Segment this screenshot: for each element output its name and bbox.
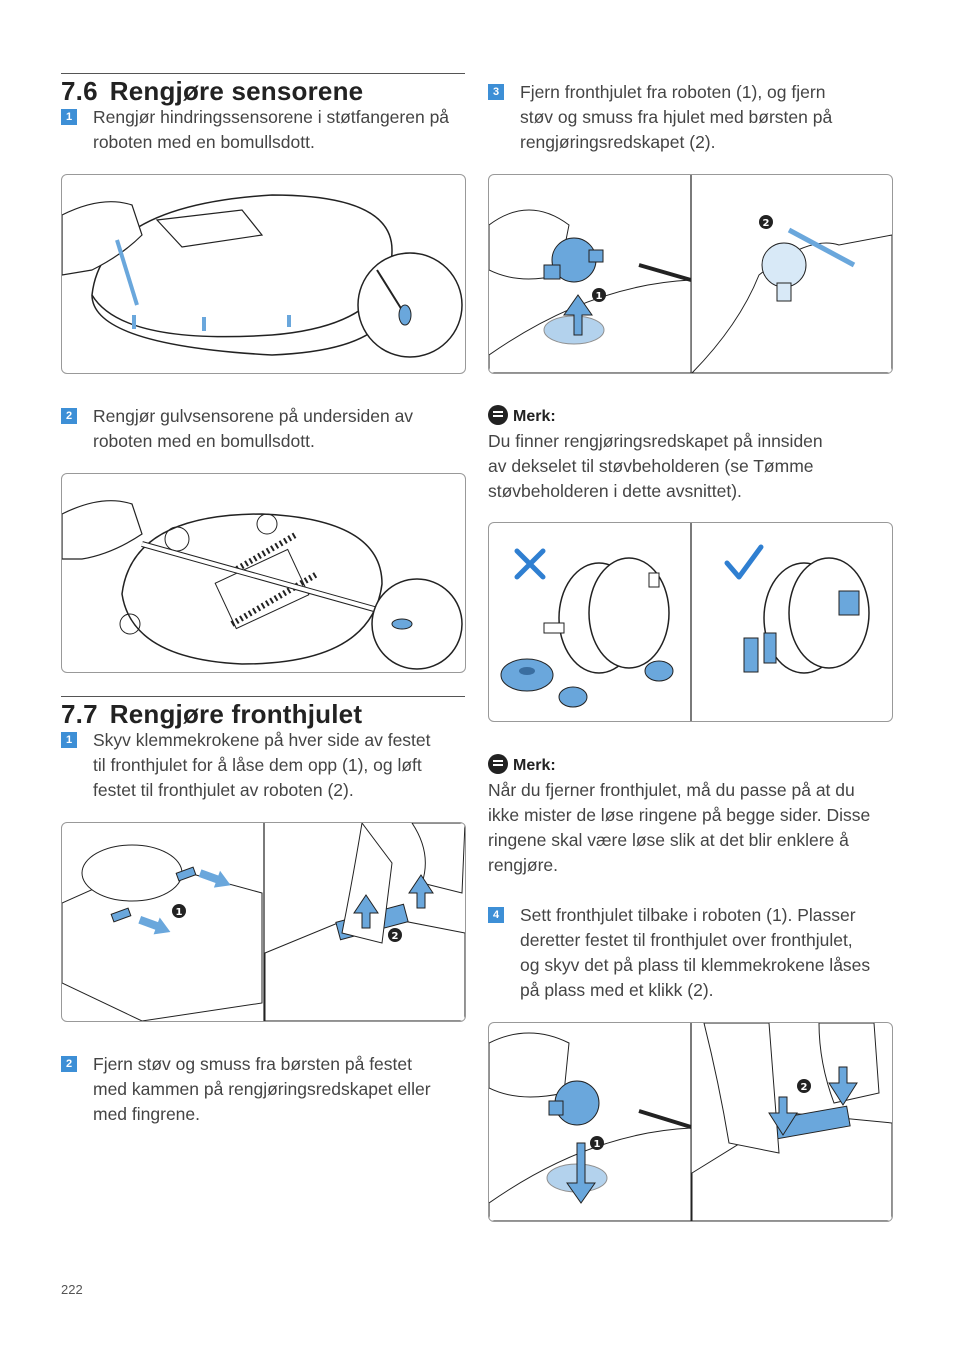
- section-heading-7-7: 7.7 Rengjøre fronthjulet: [61, 699, 362, 730]
- wrong-icon: [514, 548, 546, 580]
- step-text-line: og skyv det på plass til klemmekrokene l…: [520, 955, 871, 975]
- note-text-line: ringene skal være løse slik at det blir …: [488, 830, 849, 850]
- step-text-line: Skyv klemmekrokene på hver side av feste…: [93, 730, 431, 750]
- note-icon: [488, 754, 508, 774]
- figure-unlock-wheel-holder: 1 2: [61, 822, 466, 1022]
- figure-bumper-sensors: [61, 174, 466, 374]
- step-text: Rengjør gulvsensorene på undersiden av r…: [93, 404, 413, 454]
- section-heading-7-6: 7.6 Rengjøre sensorene: [61, 76, 363, 107]
- note-text-line: av dekselet til støvbeholderen (se Tømme: [488, 456, 814, 476]
- step-4-front-wheel: 4 Sett fronthjulet tilbake i roboten (1)…: [488, 903, 898, 1003]
- step-text-line: Fjern støv og smuss fra børsten på feste…: [93, 1054, 412, 1074]
- note-text-line: ikke mister de løse ringene på begge sid…: [488, 805, 871, 825]
- step-1-sensors: 1 Rengjør hindringssensorene i støtfange…: [61, 105, 461, 155]
- section-rule: [61, 696, 465, 697]
- note-2-text: Når du fjerner fronthjulet, må du passe …: [488, 778, 898, 878]
- marker-1: 1: [594, 1139, 601, 1150]
- figure-floor-sensors: [61, 473, 466, 673]
- step-text: Fjern støv og smuss fra børsten på feste…: [93, 1052, 431, 1127]
- step-badge: 1: [61, 732, 77, 748]
- note-text-line: Når du fjerner fronthjulet, må du passe …: [488, 780, 855, 800]
- step-text-line: Sett fronthjulet tilbake i roboten (1). …: [520, 905, 856, 925]
- figure-remove-wheel: 1 2: [488, 174, 893, 374]
- step-text-line: rengjøringsredskapet (2).: [520, 132, 716, 152]
- right-icon: [724, 544, 764, 580]
- step-text-line: Rengjør gulvsensorene på undersiden av: [93, 406, 414, 426]
- section-title: Rengjøre fronthjulet: [109, 699, 363, 729]
- step-3-front-wheel: 3 Fjern fronthjulet fra roboten (1), og …: [488, 80, 888, 155]
- step-badge: 1: [61, 109, 77, 125]
- marker-2: 2: [392, 931, 399, 942]
- step-text: Sett fronthjulet tilbake i roboten (1). …: [520, 903, 870, 1003]
- step-text-line: støv og smuss fra hjulet med børsten på: [520, 107, 833, 127]
- step-2-sensors: 2 Rengjør gulvsensorene på undersiden av…: [61, 404, 461, 454]
- note-text-line: Du finner rengjøringsredskapet på innsid…: [488, 431, 823, 451]
- step-text: Rengjør hindringssensorene i støtfangere…: [93, 105, 449, 155]
- step-badge: 2: [61, 408, 77, 424]
- section-number: 7.7: [61, 699, 98, 729]
- step-badge: 3: [488, 84, 504, 100]
- note-label: Merk:: [513, 757, 556, 774]
- section-rule: [61, 73, 465, 74]
- step-text-line: til fronthjulet for å låse dem opp (1), …: [93, 755, 422, 775]
- step-text: Skyv klemmekrokene på hver side av feste…: [93, 728, 431, 803]
- step-text-line: deretter festet til fronthjulet over fro…: [520, 930, 853, 950]
- step-text-line: på plass med et klikk (2).: [520, 980, 714, 1000]
- note-text-line: støvbeholderen i dette avsnittet).: [488, 481, 742, 501]
- note-label: Merk:: [513, 408, 556, 425]
- step-text-line: med kammen på rengjøringsredskapet eller: [93, 1079, 431, 1099]
- step-text-line: roboten med en bomullsdott.: [93, 132, 315, 152]
- figure-wheel-rings: [488, 522, 893, 722]
- step-2-front-wheel: 2 Fjern støv og smuss fra børsten på fes…: [61, 1052, 461, 1127]
- note-text-line: rengjøre.: [488, 855, 559, 875]
- step-text-line: med fingrene.: [93, 1104, 201, 1124]
- step-text-line: festet til fronthjulet av roboten (2).: [93, 780, 354, 800]
- step-text-line: Rengjør hindringssensorene i støtfangere…: [93, 107, 450, 127]
- note-icon: [488, 405, 508, 425]
- section-number: 7.6: [61, 76, 98, 106]
- step-1-front-wheel: 1 Skyv klemmekrokene på hver side av fes…: [61, 728, 461, 803]
- note-1-text: Du finner rengjøringsredskapet på innsid…: [488, 429, 888, 504]
- page-number: 222: [61, 1282, 83, 1297]
- note-2-heading: Merk:: [488, 754, 556, 775]
- step-text: Fjern fronthjulet fra roboten (1), og fj…: [520, 80, 832, 155]
- step-badge: 4: [488, 907, 504, 923]
- marker-2: 2: [801, 1082, 808, 1093]
- figure-reinsert-wheel: 1 2: [488, 1022, 893, 1222]
- section-title: Rengjøre sensorene: [109, 76, 364, 106]
- marker-1: 1: [596, 291, 603, 302]
- step-text-line: roboten med en bomullsdott.: [93, 431, 315, 451]
- marker-2: 2: [763, 218, 770, 229]
- step-text-line: Fjern fronthjulet fra roboten (1), og fj…: [520, 82, 826, 102]
- step-badge: 2: [61, 1056, 77, 1072]
- note-1-heading: Merk:: [488, 405, 556, 426]
- marker-1: 1: [176, 907, 183, 918]
